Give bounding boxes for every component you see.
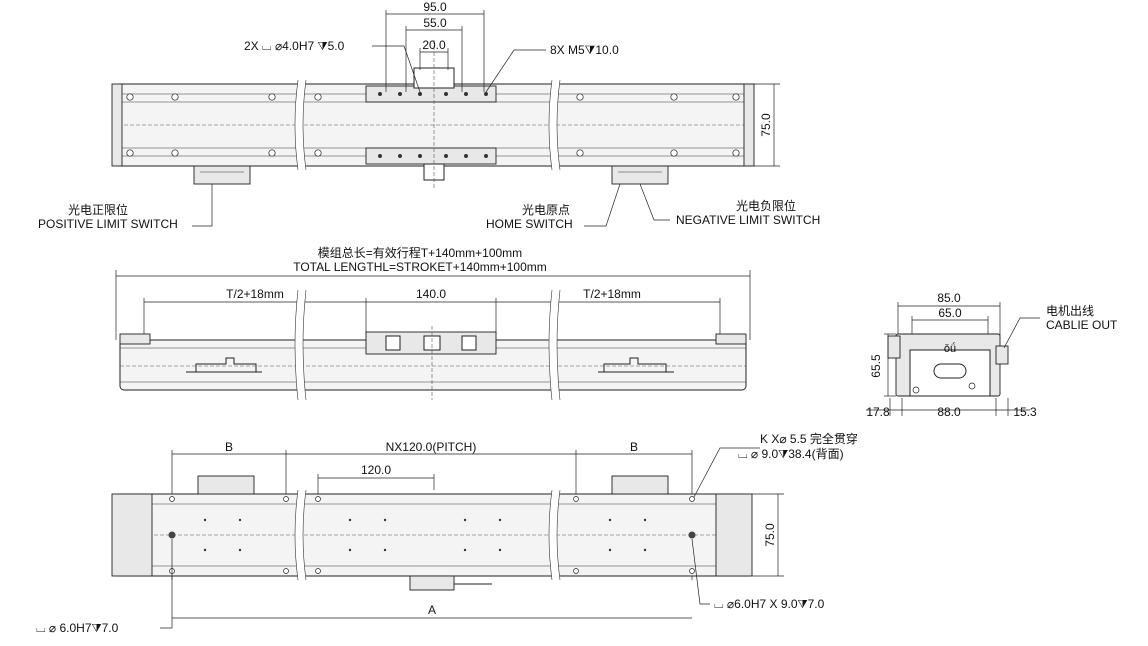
dim-17-8: 17.8: [866, 405, 890, 419]
side-view: [115, 270, 751, 401]
dim-20: 20.0: [422, 38, 446, 52]
dim-b-right: B: [630, 440, 638, 454]
cable-out-cn: 电机出线: [1046, 304, 1094, 318]
cable-out-en: CABLIE OUT: [1046, 318, 1118, 332]
dim-55: 55.0: [423, 16, 447, 30]
total-length-en: TOTAL LENGTHL=STROKET+140mm+100mm: [293, 260, 547, 274]
cable-connector: [995, 345, 1009, 365]
positive-limit-label-en: POSITIVE LIMIT SWITCH: [38, 217, 178, 231]
dim-85: 85.0: [937, 291, 961, 305]
through-hole-callout-2: ⌴ ⌀ 9.0⧩38.4(背面): [738, 447, 844, 461]
dim-65: 65.0: [938, 306, 962, 320]
dim-mid-segment: 140.0: [416, 287, 446, 301]
dim-left-segment: T/2+18mm: [226, 287, 284, 301]
negative-limit-label-en: NEGATIVE LIMIT SWITCH: [676, 213, 820, 227]
bottom-view: [111, 447, 784, 629]
pin-hole-callout: 2X ⌴ ⌀4.0H7 ⧩5.0: [244, 39, 345, 53]
positive-limit-sensor: [193, 165, 251, 185]
dim-right-segment: T/2+18mm: [583, 287, 641, 301]
thread-callout: 8X M5⧩10.0: [550, 43, 619, 57]
negative-limit-label-cn: 光电负限位: [736, 198, 796, 213]
bottom-home-sensor: [409, 575, 455, 591]
dowel-hole-right: [688, 531, 696, 539]
top-carriage-lower: [365, 147, 497, 165]
dowel-callout-left: ⌴ ⌀ 6.0H7⧩7.0: [36, 621, 119, 635]
dowel-callout-right: ⌴ ⌀6.0H7 X 9.0⧩7.0: [714, 597, 825, 611]
dim-95: 95.0: [423, 0, 447, 14]
dim-65-5: 65.5: [869, 354, 883, 378]
dim-120: 120.0: [361, 463, 391, 477]
dim-a: A: [428, 603, 436, 617]
negative-limit-sensor: [611, 165, 669, 185]
dim-pitch: NX120.0(PITCH): [386, 440, 477, 454]
home-switch-label-en: HOME SWITCH: [486, 217, 573, 231]
home-switch-label-cn: 光电原点: [522, 203, 570, 217]
dim-b-left: B: [225, 440, 233, 454]
bottom-connector-left: [197, 475, 255, 495]
end-logo: ǒǘ: [944, 342, 956, 355]
dim-75-top: 75.0: [759, 113, 773, 137]
end-view: [866, 302, 1040, 416]
dim-15-3: 15.3: [1013, 405, 1037, 419]
through-hole-callout-1: K X⌀ 5.5 完全贯穿: [760, 431, 858, 446]
dim-88: 88.0: [937, 405, 961, 419]
dim-75-bottom: 75.0: [763, 523, 777, 547]
total-length-cn: 模组总长=有效行程T+140mm+100mm: [318, 245, 522, 260]
positive-limit-label-cn: 光电正限位: [68, 202, 128, 217]
bottom-connector-right: [611, 475, 669, 495]
dowel-hole-left: [168, 531, 176, 539]
top-view: [111, 10, 780, 227]
